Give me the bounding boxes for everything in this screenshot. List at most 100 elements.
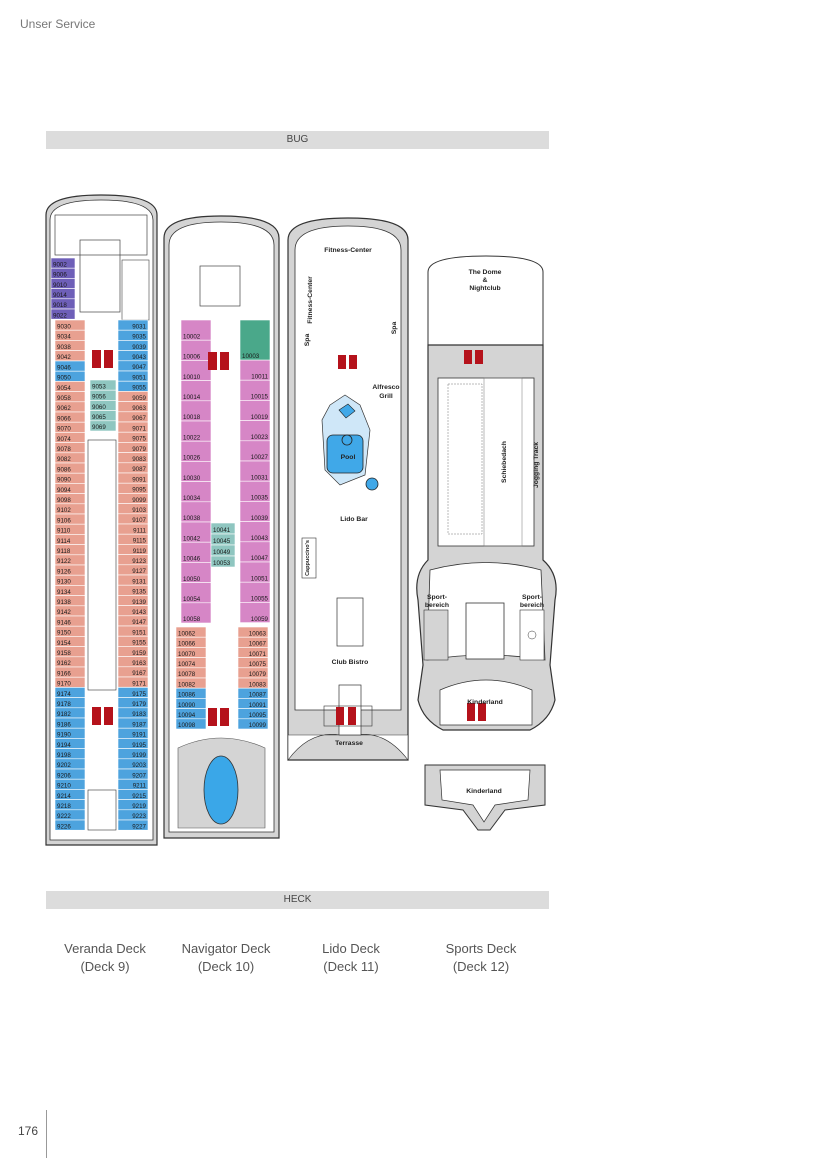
cabin-label: 10049 (213, 549, 231, 556)
cabin-10098 (175, 718, 207, 730)
cabin-label: 10090 (178, 702, 196, 709)
cabin-label: 9215 (132, 793, 146, 800)
cabin-label: 9053 (92, 383, 106, 390)
cabin-label: 9043 (132, 354, 146, 361)
dome-label-2: & (483, 277, 488, 284)
cabin-label: 9046 (57, 364, 71, 371)
cabin-label: 9069 (92, 424, 106, 431)
elevator (92, 707, 101, 725)
cabin-label: 9106 (57, 517, 71, 524)
cabin-label: 9099 (132, 497, 146, 504)
page-rule (46, 1110, 47, 1158)
cabin-label: 9210 (57, 783, 71, 790)
deck9-name: Veranda Deck (64, 941, 146, 956)
deck12-number: (Deck 12) (452, 959, 510, 974)
cabin-label: 9175 (132, 691, 146, 698)
cabin-label: 10098 (178, 722, 196, 729)
cabin-label: 10087 (249, 692, 267, 699)
cabin-label: 10075 (249, 661, 267, 668)
elevator (208, 708, 217, 726)
cabin-label: 10051 (251, 575, 269, 582)
cabin-label: 9206 (57, 772, 71, 779)
section-label: Unser Service (20, 17, 96, 31)
cabin-label: 10045 (213, 538, 231, 545)
cabin-label: 9047 (132, 364, 146, 371)
cabin-label: 9179 (132, 701, 146, 708)
lido-bar-label: Lido Bar (340, 516, 368, 523)
cabin-label: 9111 (133, 527, 146, 534)
cabin-label: 10067 (249, 641, 267, 648)
deck10-number: (Deck 10) (197, 959, 255, 974)
cabin-label: 10038 (183, 515, 201, 522)
cabin-label: 9151 (132, 629, 146, 636)
cabin-label: 10086 (178, 692, 196, 699)
cabin-label: 10078 (178, 671, 196, 678)
cabin-label: 9103 (132, 507, 146, 514)
cabin-label: 9066 (57, 415, 71, 422)
stern-bar: HECK (46, 891, 549, 909)
cabin-label: 9063 (132, 405, 146, 412)
page-number: 176 (18, 1124, 39, 1138)
jogging-track-label: Jogging Track (533, 442, 540, 488)
cabin-label: 10074 (178, 661, 196, 668)
cabin-label: 9130 (57, 579, 71, 586)
cabin-9226 (54, 819, 86, 831)
cabin-label: 9170 (57, 681, 71, 688)
cabin-label: 9098 (57, 497, 71, 504)
cabin-label: 10070 (178, 651, 196, 658)
fitness-center-label: Fitness-Center (324, 247, 372, 254)
cabin-label: 9056 (92, 394, 106, 401)
cabin-label: 10091 (249, 702, 267, 709)
cabin-label: 9218 (57, 803, 71, 810)
cabin-label: 9194 (57, 742, 71, 749)
cabin-label: 10041 (213, 527, 231, 534)
cabin-label: 9146 (57, 619, 71, 626)
deck11-number: (Deck 11) (323, 959, 379, 974)
cabin-label: 9143 (132, 609, 146, 616)
cabin-label: 9122 (57, 558, 71, 565)
cabin-label: 9162 (57, 660, 71, 667)
cabin-label: 9067 (132, 415, 146, 422)
cabin-label: 10011 (251, 373, 268, 380)
cabin-label: 9034 (57, 334, 71, 341)
fitness-center-vertical-label: Fitness-Center (307, 276, 314, 324)
cabin-label: 9006 (53, 272, 67, 279)
cabin-label: 9042 (57, 354, 71, 361)
cabin-10099 (237, 718, 269, 730)
cabin-label: 9183 (132, 711, 146, 718)
cabin-label: 10062 (178, 630, 196, 637)
cabin-label: 10071 (249, 651, 267, 658)
cabin-9227 (117, 819, 149, 831)
cabin-label: 9054 (57, 385, 71, 392)
cabin-label: 9226 (57, 823, 71, 830)
cabin-label: 9065 (92, 414, 106, 421)
cabin-label: 9107 (132, 517, 146, 524)
cabin-label: 9086 (57, 466, 71, 473)
cabin-label: 9074 (57, 436, 71, 443)
cabin-label: 9198 (57, 752, 71, 759)
cabin-label: 10039 (251, 515, 269, 522)
cabin-10058 (180, 602, 212, 624)
cabin-label: 9182 (57, 711, 71, 718)
grill-label: Grill (379, 393, 393, 400)
dome-label-1: The Dome (469, 269, 502, 276)
cabin-label: 10035 (251, 495, 269, 502)
kinderland-annex-label: Kinderland (466, 788, 502, 795)
cabin-label: 9203 (132, 762, 146, 769)
alfresco-label: Alfresco (372, 384, 399, 391)
cabin-label: 9159 (132, 650, 146, 657)
cabin-label: 9171 (132, 680, 146, 687)
deck10-name: Navigator Deck (181, 941, 271, 956)
cabin-label: 10031 (251, 474, 269, 481)
cabin-label: 9062 (57, 405, 71, 412)
deck11-name: Lido Deck (322, 941, 380, 956)
cabin-label: 9227 (132, 823, 146, 830)
cabin-label: 9082 (57, 456, 71, 463)
cabin-label: 9071 (132, 425, 146, 432)
cabin-label: 9166 (57, 670, 71, 677)
cabin-label: 9187 (132, 721, 146, 728)
deck9-caption: Veranda Deck (Deck 9) (40, 940, 170, 976)
cabin-label: 10083 (249, 681, 267, 688)
cabin-label: 9002 (53, 261, 67, 268)
